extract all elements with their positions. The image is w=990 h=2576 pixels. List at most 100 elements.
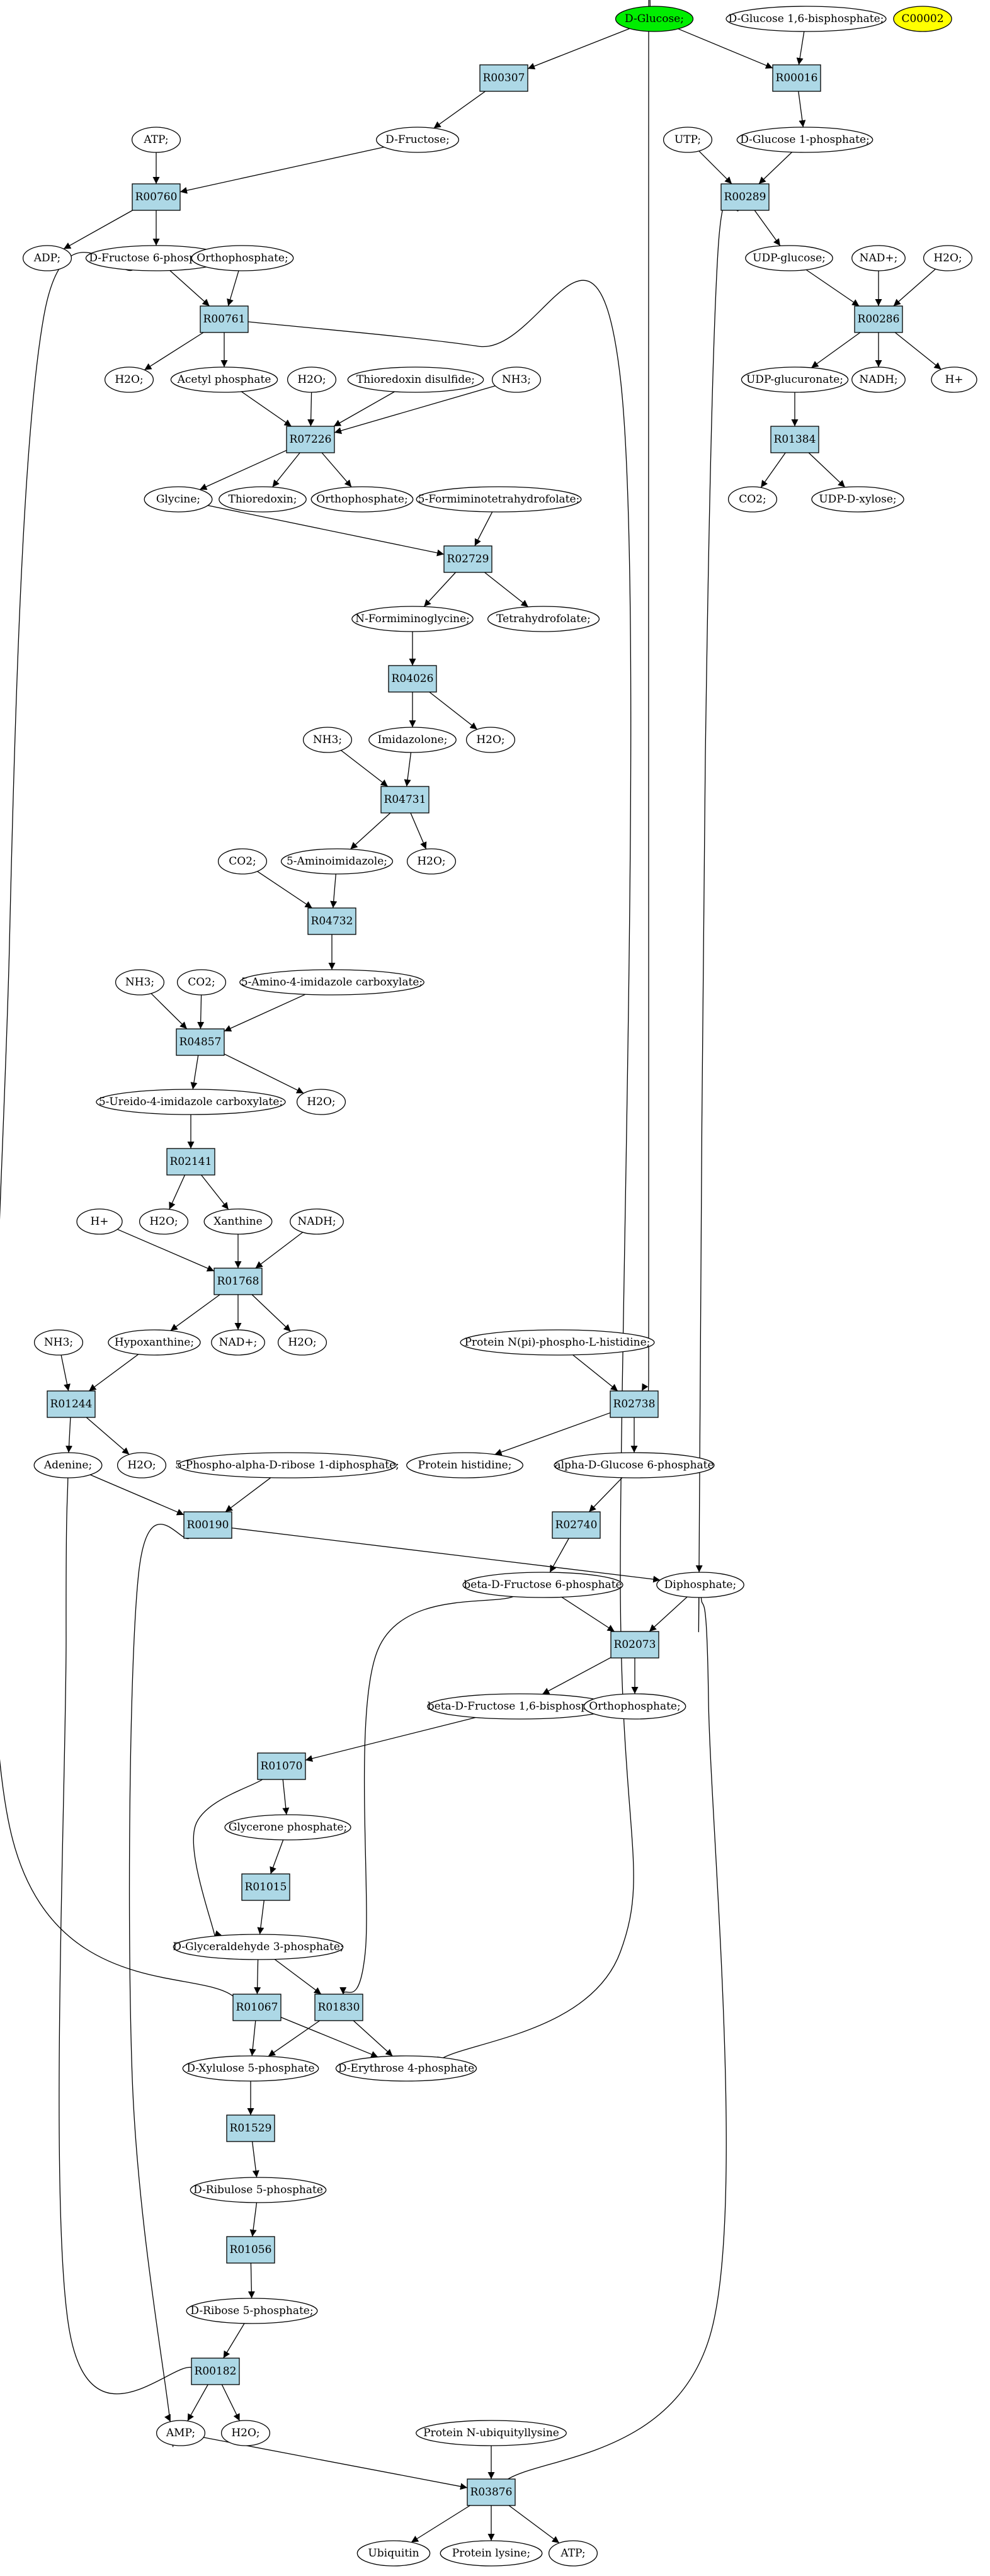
compound-node-c00002[interactable]: C00002 [893, 6, 952, 32]
reaction-node-r00286[interactable]: R00286 [854, 305, 903, 333]
compound-node-nh3_c[interactable]: NH3; [115, 969, 165, 996]
compound-node-acetylp[interactable]: Acetyl phosphate [170, 366, 278, 393]
compound-node-diphosphate[interactable]: Diphosphate; [656, 1572, 744, 1598]
compound-node-h2o_d[interactable]: H2O; [465, 727, 516, 753]
reaction-node-r04857[interactable]: R04857 [176, 1028, 225, 1056]
compound-node-prpp[interactable]: 5-Phospho-alpha-D-ribose 1-diphosphate; [175, 1452, 399, 1478]
compound-node-co2_c[interactable]: CO2; [176, 969, 227, 996]
compound-node-nadh1[interactable]: NADH; [851, 366, 906, 393]
reaction-node-r04731[interactable]: R04731 [380, 786, 430, 814]
compound-node-hplus1[interactable]: H+ [931, 366, 977, 393]
reaction-node-r01384[interactable]: R01384 [770, 426, 819, 453]
reaction-node-r00190[interactable]: R00190 [183, 1511, 232, 1539]
reaction-node-r01015[interactable]: R01015 [241, 1873, 290, 1901]
compound-node-thiodisulf[interactable]: Thioredoxin disulfide; [347, 366, 484, 393]
compound-node-dg1p[interactable]: D-Glucose 1-phosphate; [736, 127, 873, 153]
reaction-node-r04732[interactable]: R04732 [307, 907, 356, 935]
reaction-node-r02740[interactable]: R02740 [552, 1511, 601, 1539]
compound-node-h2o_i[interactable]: H2O; [117, 1452, 167, 1478]
compound-node-formiminothf[interactable]: 5-Formiminotetrahydrofolate; [416, 486, 582, 513]
reaction-node-r00307[interactable]: R00307 [479, 64, 528, 92]
reaction-node-r00760[interactable]: R00760 [132, 183, 181, 211]
compound-node-nformimino[interactable]: N-Formiminoglycine; [351, 606, 474, 632]
reaction-node-r03876[interactable]: R03876 [467, 2478, 516, 2506]
compound-node-thioredoxin[interactable]: Thioredoxin; [219, 486, 307, 513]
compound-ellipse [893, 6, 952, 32]
reaction-node-r01244[interactable]: R01244 [47, 1390, 96, 1418]
compound-node-protnub[interactable]: Protein N-ubiquityllysine [416, 2420, 567, 2446]
compound-node-h2o_b[interactable]: H2O; [104, 366, 154, 393]
compound-node-nadh2[interactable]: NADH; [290, 1208, 344, 1235]
compound-node-bdf6p[interactable]: beta-D-Fructose 6-phosphate [462, 1572, 623, 1598]
compound-node-h2o_f[interactable]: H2O; [296, 1089, 346, 1115]
compound-node-ortho1[interactable]: Orthophosphate; [191, 245, 294, 271]
compound-node-nh3_b[interactable]: NH3; [302, 727, 353, 753]
compound-node-dx5p[interactable]: D-Xylulose 5-phosphate [182, 2055, 319, 2082]
compound-node-h2o_h[interactable]: H2O; [277, 1329, 327, 1356]
compound-node-aicarb[interactable]: 5-Amino-4-imidazole carboxylate; [239, 969, 424, 996]
reaction-node-r01067[interactable]: R01067 [232, 1994, 282, 2021]
reaction-node-r02141[interactable]: R02141 [166, 1148, 215, 1176]
reaction-node-r01830[interactable]: R01830 [314, 1994, 363, 2021]
compound-node-dribu5p[interactable]: D-Ribulose 5-phosphate [190, 2177, 327, 2203]
reaction-node-r00289[interactable]: R00289 [720, 183, 770, 211]
compound-node-udpxylose[interactable]: UDP-D-xylose; [811, 486, 904, 513]
compound-node-udpglucose[interactable]: UDP-glucose; [745, 245, 833, 271]
compound-node-hplus2[interactable]: H+ [76, 1208, 123, 1235]
compound-node-atp2[interactable]: ATP; [548, 2540, 598, 2567]
compound-node-adg6p[interactable]: alpha-D-Glucose 6-phosphate [554, 1452, 715, 1478]
reaction-node-r00016[interactable]: R00016 [772, 64, 821, 92]
compound-node-h2o_a[interactable]: H2O; [923, 245, 973, 271]
compound-node-imidazolone[interactable]: Imidazolone; [368, 727, 457, 753]
compound-node-dg3p[interactable]: D-Glyceraldehyde 3-phosphate; [173, 1934, 344, 1960]
reaction-node-r04026[interactable]: R04026 [388, 665, 437, 693]
compound-node-dg16bp[interactable]: D-Glucose 1,6-bisphosphate; [725, 6, 887, 32]
reaction-node-r02729[interactable]: R02729 [443, 545, 492, 573]
compound-node-udpglucuronate[interactable]: UDP-glucuronate; [741, 366, 849, 393]
compound-node-nadp1[interactable]: NAD+; [851, 245, 906, 271]
compound-node-glycine[interactable]: Glycine; [144, 486, 213, 513]
compound-node-xanthine[interactable]: Xanthine [203, 1208, 273, 1235]
compound-node-nh3_a[interactable]: NH3; [491, 366, 542, 393]
compound-node-ortho3[interactable]: Orthophosphate; [583, 1693, 686, 1720]
reaction-node-r07226[interactable]: R07226 [286, 426, 335, 453]
reaction-node-r02073[interactable]: R02073 [610, 1631, 659, 1659]
compound-node-protlys[interactable]: Protein lysine; [440, 2540, 543, 2567]
compound-node-adenine[interactable]: Adenine; [33, 1452, 103, 1478]
compound-node-aminoimid[interactable]: 5-Aminoimidazole; [280, 848, 394, 875]
reaction-box [443, 545, 492, 573]
compound-node-dfructose[interactable]: D-Fructose; [376, 127, 460, 153]
compound-node-df6p[interactable]: D-Fructose 6-phosphate; [85, 245, 227, 271]
compound-node-utp[interactable]: UTP; [663, 127, 713, 153]
compound-node-bdf16bp[interactable]: beta-D-Fructose 1,6-bisphosphate [427, 1693, 612, 1720]
compound-node-co2_b[interactable]: CO2; [217, 848, 268, 875]
compound-node-co2_a[interactable]: CO2; [727, 486, 778, 513]
compound-node-thf[interactable]: Tetrahydrofolate; [487, 606, 600, 632]
compound-node-ortho2[interactable]: Orthophosphate; [310, 486, 414, 513]
compound-node-ubiquitin[interactable]: Ubiquitin [356, 2540, 431, 2567]
reaction-node-r00761[interactable]: R00761 [200, 305, 249, 333]
reaction-node-r01529[interactable]: R01529 [226, 2114, 275, 2142]
reaction-node-r01056[interactable]: R01056 [226, 2236, 275, 2264]
compound-node-de4p[interactable]: D-Erythrose 4-phosphate [335, 2055, 477, 2082]
compound-node-protnpi[interactable]: Protein N(pi)-phospho-L-histidine; [460, 1329, 655, 1356]
compound-node-h2o_j[interactable]: H2O; [220, 2420, 271, 2446]
compound-node-prothis[interactable]: Protein histidine; [406, 1452, 523, 1478]
compound-node-atp1[interactable]: ATP; [131, 127, 181, 153]
reaction-node-r02738[interactable]: R02738 [610, 1390, 659, 1418]
reaction-node-r01768[interactable]: R01768 [213, 1268, 263, 1295]
compound-node-h2o_e[interactable]: H2O; [406, 848, 457, 875]
reaction-node-r01070[interactable]: R01070 [257, 1752, 306, 1780]
compound-node-ureidoimid[interactable]: 5-Ureido-4-imidazole carboxylate; [96, 1089, 286, 1115]
compound-node-glyceronep[interactable]: Glycerone phosphate; [224, 1814, 351, 1841]
compound-node-amp[interactable]: AMP; [156, 2420, 206, 2446]
compound-node-dglucose[interactable]: D-Glucose; [615, 6, 694, 32]
compound-node-h2o_c[interactable]: H2O; [287, 366, 337, 393]
compound-node-nadp2[interactable]: NAD+; [211, 1329, 265, 1356]
compound-node-adp[interactable]: ADP; [22, 245, 72, 271]
compound-node-h2o_g[interactable]: H2O; [139, 1208, 189, 1235]
compound-node-nh3_d[interactable]: NH3; [33, 1329, 84, 1356]
compound-node-hypoxanthine[interactable]: Hypoxanthine; [108, 1329, 201, 1356]
compound-node-dribo5p[interactable]: D-Ribose 5-phosphate; [186, 2298, 318, 2324]
reaction-node-r00182[interactable]: R00182 [191, 2358, 240, 2385]
